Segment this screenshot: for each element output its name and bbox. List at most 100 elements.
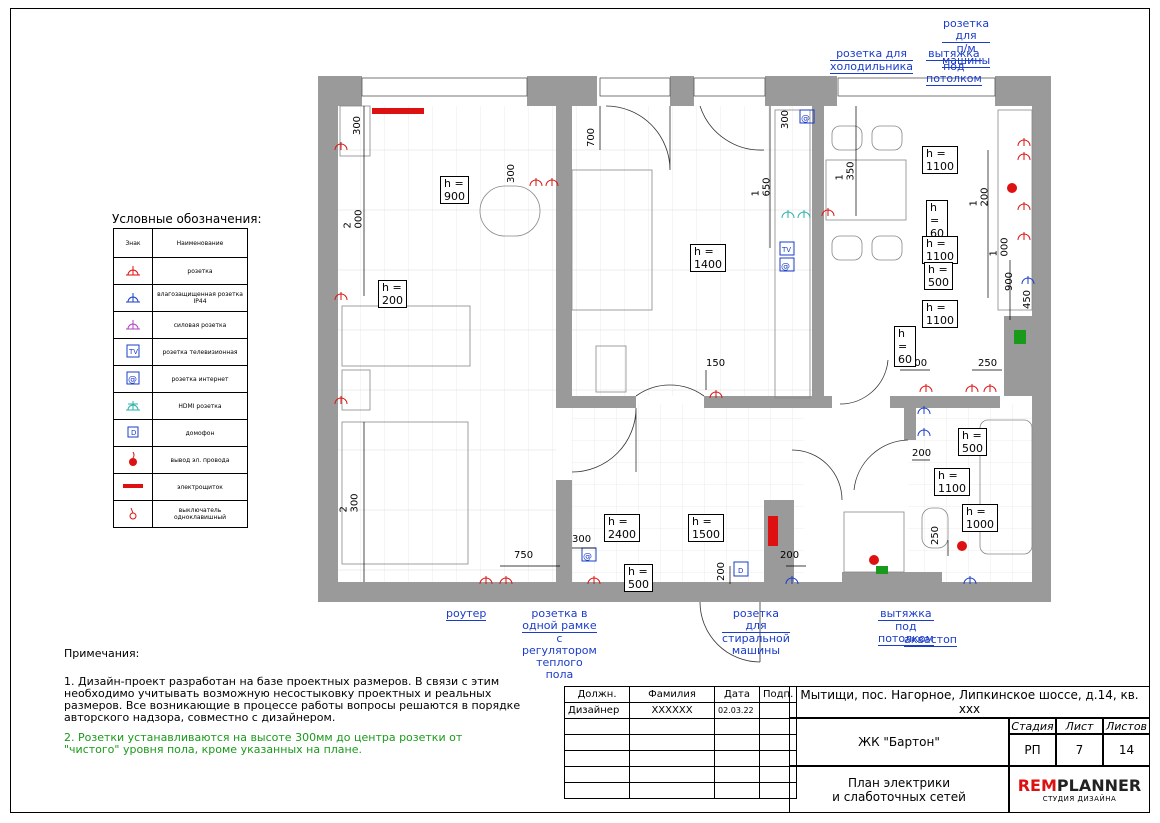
dim-label: 450 (1022, 289, 1034, 310)
hdmi-socket-icon (126, 401, 140, 411)
height-tag: h = 2400 (604, 514, 640, 542)
height-tag: h = 200 (378, 280, 407, 308)
legend-row: TV розетка телевизионная (113, 338, 248, 366)
stage-label: Стадия (1009, 718, 1056, 734)
notes-block: Примечания: 1. Дизайн-проект разработан … (64, 648, 534, 756)
note-1: 1. Дизайн-проект разработан на базе прое… (64, 675, 521, 724)
callout-washing-machine: розетка для стиральной машины (722, 607, 790, 657)
dim-label: 200 (912, 448, 932, 459)
sheet-label: Лист (1056, 718, 1103, 734)
title-project: ЖК "Бартон" (789, 718, 1009, 766)
tv-socket-icon: TV (126, 344, 140, 358)
legend-row: силовая розетка (113, 311, 248, 339)
dim-label: 150 (706, 358, 726, 369)
logo: REMPLANNER СТУДИЯ ДИЗАЙНА (1009, 766, 1150, 813)
stamp-col-position: Должн. (564, 686, 630, 703)
dim-label: 300 (908, 358, 928, 369)
wire-outlet-icon (129, 451, 137, 466)
legend-row: выключатель одноклавишный (113, 500, 248, 528)
legend-row: D домофон (113, 419, 248, 447)
stamp-date: 02.03.22 (714, 702, 760, 719)
height-tag: h = 1500 (688, 514, 724, 542)
stage-value: РП (1009, 734, 1056, 766)
height-tag: h = 1100 (922, 236, 958, 264)
dim-label: 300 (572, 534, 592, 545)
callout-socket-washer-upper: розетка для п/м машины (942, 17, 991, 68)
panel-icon (123, 484, 143, 488)
height-tag: h = 500 (924, 262, 953, 290)
legend-item-label: выключатель одноклавишный (152, 500, 248, 528)
legend-header-name: Наименование (152, 228, 248, 258)
notes-title: Примечания: (64, 647, 140, 660)
dim-label: 250 (930, 525, 942, 546)
callout-frame-socket: розетка в одной рамке с регулятором тепл… (522, 607, 597, 681)
callout-socket-fridge: розетка для холодильника (830, 47, 913, 74)
dim-label: 700 (586, 127, 598, 148)
stamp-position: Дизайнер (564, 702, 630, 719)
sheets-label: Листов (1103, 718, 1150, 734)
stamp-surname: XXXXXX (629, 702, 715, 719)
legend-row: вывод эл. провода (113, 446, 248, 474)
legend-item-label: домофон (152, 419, 248, 447)
height-tag: h = 1400 (690, 244, 726, 272)
legend-row: влагозащищенная розетка IP44 (113, 284, 248, 312)
stamp-col-surname: Фамилия (629, 686, 715, 703)
stamp-table: Должн. Фамилия Дата Подп. Дизайнер XXXXX… (564, 686, 798, 799)
drawing-frame (10, 8, 1150, 813)
legend-item-label: силовая розетка (152, 311, 248, 339)
legend-header-sign: Знак (113, 228, 153, 258)
sheets-value: 14 (1103, 734, 1150, 766)
callout-hood: вытяжка под потолком (926, 47, 982, 86)
height-tag: h = 500 (624, 564, 653, 592)
dim-label: 750 (514, 550, 534, 561)
legend-row: электрощиток (113, 473, 248, 501)
svg-text:@: @ (128, 375, 137, 385)
legend-item-label: влагозащищенная розетка IP44 (152, 284, 248, 312)
socket-icon (126, 266, 140, 276)
note-2: 2. Розетки устанавливаются на высоте 300… (64, 731, 463, 756)
switch-icon (129, 507, 137, 520)
title-address: Мытищи, пос. Нагорное, Липкинское шоссе,… (789, 686, 1150, 718)
legend-row: HDMI розетка (113, 392, 248, 420)
height-tag: h = 60 (894, 326, 916, 367)
svg-text:D: D (131, 429, 136, 437)
dim-label: 300 (506, 163, 518, 184)
dim-label: 300 (780, 109, 792, 130)
dim-label: 900 (1004, 271, 1016, 292)
legend-item-label: розетка интернет (152, 365, 248, 393)
height-tag: h = 1100 (934, 468, 970, 496)
height-tag: h = 900 (440, 176, 469, 204)
internet-socket-icon: @ (126, 371, 140, 385)
dim-label: 250 (978, 358, 998, 369)
dim-label: 1 350 (834, 161, 857, 181)
height-tag: h = 1100 (922, 300, 958, 328)
legend-item-label: вывод эл. провода (152, 446, 248, 474)
dim-label: 200 (716, 561, 728, 582)
logo-subtitle: СТУДИЯ ДИЗАЙНА (1042, 795, 1117, 803)
legend-table: Знак Наименование розетка влагозащищенна… (113, 228, 248, 528)
legend-row: @ розетка интернет (113, 365, 248, 393)
svg-text:TV: TV (128, 348, 138, 356)
legend-title: Условные обозначения: (112, 212, 262, 226)
dim-label: 2 300 (338, 493, 361, 513)
logo-wordmark: REMPLANNER (1017, 776, 1142, 795)
dim-label: 1 200 (968, 187, 991, 207)
title-sheet-name: План электрики и слаботочных сетей (789, 766, 1009, 813)
legend-item-label: электрощиток (152, 473, 248, 501)
legend-item-label: розетка телевизионная (152, 338, 248, 366)
dim-label: 1 650 (750, 177, 773, 197)
legend-row: розетка (113, 257, 248, 285)
callout-aquastop: аквастоп (904, 633, 957, 647)
height-tag: h = 500 (958, 428, 987, 456)
waterproof-socket-icon (126, 293, 140, 303)
sheet-value: 7 (1056, 734, 1103, 766)
height-tag: h = 1100 (922, 146, 958, 174)
callout-bath-hood: вытяжка под потолком (878, 607, 934, 646)
dim-label: 300 (352, 115, 364, 136)
power-socket-icon (126, 320, 140, 330)
legend-item-label: розетка (152, 257, 248, 285)
height-tag: h = 1000 (962, 504, 998, 532)
dim-label: 2 000 (342, 209, 365, 229)
callout-router: роутер (446, 607, 487, 621)
legend-item-label: HDMI розетка (152, 392, 248, 420)
